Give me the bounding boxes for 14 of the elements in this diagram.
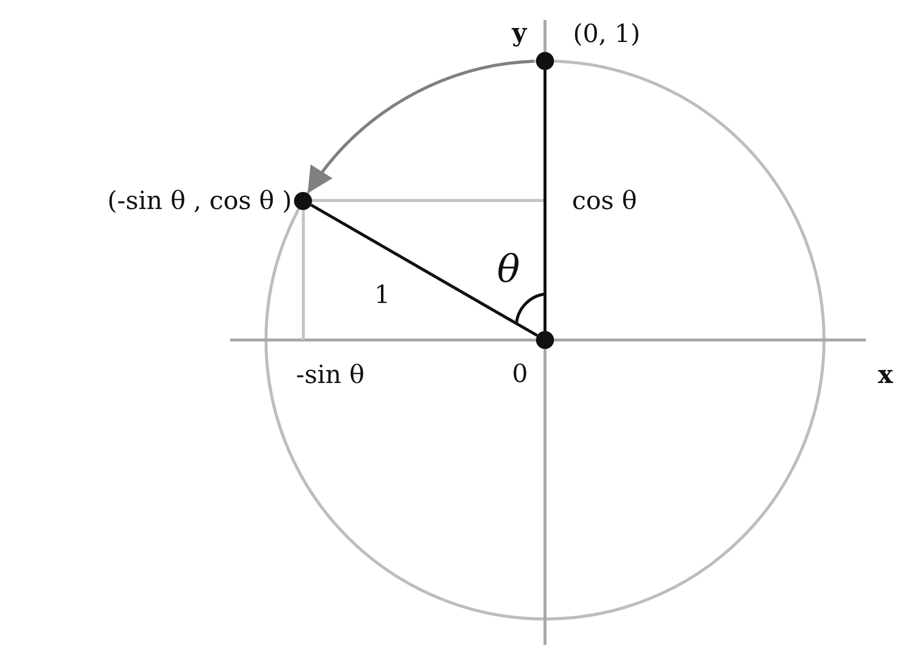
point-label: 0	[512, 361, 528, 386]
line-segment	[544, 70, 546, 331]
point-label: (0, 1)	[573, 21, 640, 46]
axis-label: y	[512, 20, 527, 45]
point-dot	[294, 192, 312, 210]
point-label: (-sin θ , cos θ )	[107, 188, 292, 212]
edge-label: 1	[374, 282, 390, 308]
point-dot	[536, 52, 554, 70]
value-label: -sin θ	[296, 362, 364, 387]
point-dot	[536, 331, 554, 349]
axis-label: x	[878, 362, 893, 387]
value-label: cos θ	[572, 188, 637, 213]
arrow	[308, 60, 534, 194]
angle-label: θ	[497, 250, 520, 288]
